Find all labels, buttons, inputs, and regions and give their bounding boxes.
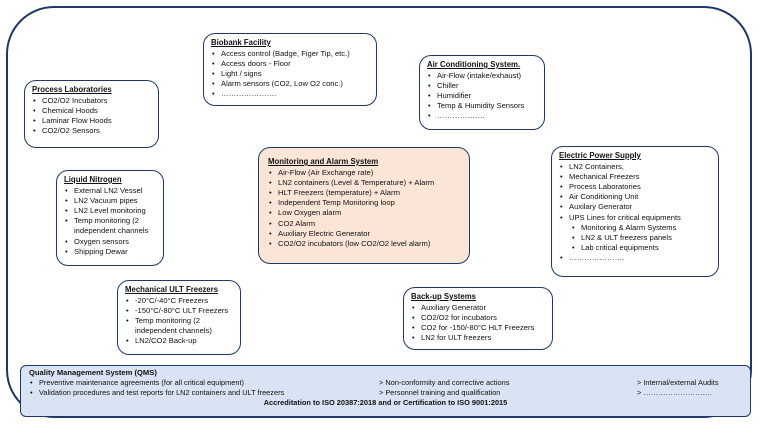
list-item: Chiller <box>427 81 537 91</box>
list-item: Temp monitoring (2 <box>125 316 233 326</box>
liquid-nitrogen-title: Liquid Nitrogen <box>64 175 122 184</box>
list-item: Access doors - Floor <box>211 59 369 69</box>
electric-power-title: Electric Power Supply <box>559 151 641 160</box>
list-item: LN2 containers (Level & Temperature) + A… <box>268 178 462 188</box>
list-item: Air-Flow (Air Exchange rate) <box>268 168 462 178</box>
list-item: …………………. <box>559 253 711 263</box>
list-item: Auxiliary Electric Generator <box>268 229 462 239</box>
list-item: Shipping Dewar <box>64 247 156 257</box>
list-item: Air-Flow (intake/exhaust) <box>427 71 537 81</box>
qms-item: Preventive maintenance agreements (for a… <box>29 378 244 388</box>
qms-item: > Personnel training and qualification <box>379 388 501 397</box>
list-item: LN2 for ULT freezers <box>411 333 545 343</box>
list-item: Chemical Hoods <box>32 106 151 116</box>
list-item: Humidifier <box>427 91 537 101</box>
list-item: Temp monitoring (2 <box>64 216 156 226</box>
monitoring-alarm-title: Monitoring and Alarm System <box>268 157 379 166</box>
biobank-facility-box: Biobank Facility Access control (Badge, … <box>203 33 377 106</box>
list-item: LN2/CO2 Back-up <box>125 336 233 346</box>
process-laboratories-title: Process Laboratories <box>32 85 112 94</box>
qms-item: > Non-conformity and corrective actions <box>379 378 510 387</box>
list-item: independent channels <box>74 226 149 236</box>
list-item: Laminar Flow Hoods <box>32 116 151 126</box>
backup-systems-box: Back-up Systems Auxiliary Generator CO2/… <box>403 287 553 350</box>
list-item: Lab critical equipments <box>559 243 711 253</box>
air-conditioning-box: Air Conditioning System. Air-Flow (intak… <box>419 55 545 130</box>
qms-item: > Internal/external Audits <box>637 378 719 387</box>
list-item: LN2 Vacuum pipes <box>64 196 156 206</box>
list-item: -150°C/-80°C ULT Freezers <box>125 306 233 316</box>
list-item: LN2 Level monitoring <box>64 206 156 216</box>
list-item: CO2/O2 Sensors <box>32 126 151 136</box>
accreditation-text: Accreditation to ISO 20387:2018 and or C… <box>263 398 508 407</box>
electric-power-box: Electric Power Supply LN2 Containers, Me… <box>551 146 719 277</box>
list-item: Low Oxygen alarm <box>268 208 462 218</box>
qms-item: Validation procedures and test reports f… <box>29 388 284 398</box>
list-item: UPS Lines for critical equipments <box>559 213 711 223</box>
list-item: …………………. <box>211 89 369 99</box>
list-item: Access control (Badge, Figer Tip, etc.) <box>211 49 369 59</box>
list-item: HLT Freezers (temperature) + Alarm <box>268 188 462 198</box>
list-item: CO2/O2 for incubators <box>411 313 545 323</box>
list-item: Process Laboratories <box>559 182 711 192</box>
ult-freezers-title: Mechanical ULT Freezers <box>125 285 219 294</box>
qms-title: Quality Management System (QMS) <box>29 368 157 377</box>
list-item: LN2 & ULT freezers panels <box>559 233 711 243</box>
list-item: Light / signs <box>211 69 369 79</box>
process-laboratories-box: Process Laboratories CO2/O2 Incubators C… <box>24 80 159 148</box>
list-item: External LN2 Vessel <box>64 186 156 196</box>
list-item: Air Conditioning Unit <box>559 192 711 202</box>
qms-panel: Quality Management System (QMS) Preventi… <box>20 365 751 417</box>
list-item: Independent Temp Monitoring loop <box>268 198 462 208</box>
list-item: independent channels) <box>135 326 212 336</box>
list-item: CO2 for -150/-80°C HLT Freezers <box>411 323 545 333</box>
ult-freezers-box: Mechanical ULT Freezers -20°C/-40°C Free… <box>117 280 241 355</box>
list-item: -20°C/-40°C Freezers <box>125 296 233 306</box>
list-item: CO2/O2 incubators (low CO2/O2 level alar… <box>268 239 462 249</box>
facility-boundary <box>6 6 752 418</box>
liquid-nitrogen-box: Liquid Nitrogen External LN2 Vessel LN2 … <box>56 170 164 266</box>
air-conditioning-title: Air Conditioning System. <box>427 60 521 69</box>
list-item: Oxygen sensors <box>64 237 156 247</box>
list-item: Auxilary Generator <box>559 202 711 212</box>
list-item: Monitoring & Alarm Systems <box>559 223 711 233</box>
backup-systems-title: Back-up Systems <box>411 292 477 301</box>
list-item: CO2 Alarm <box>268 219 462 229</box>
biobank-facility-title: Biobank Facility <box>211 38 271 47</box>
qms-row: Validation procedures and test reports f… <box>29 388 742 398</box>
list-item: Alarm sensors (CO2, Low O2 conc.) <box>211 79 369 89</box>
monitoring-alarm-box: Monitoring and Alarm System Air-Flow (Ai… <box>258 147 470 264</box>
list-item: Auxiliary Generator <box>411 303 545 313</box>
list-item: CO2/O2 Incubators <box>32 96 151 106</box>
list-item: LN2 Containers, <box>559 162 711 172</box>
list-item: Mechanical Freezers <box>559 172 711 182</box>
list-item: Temp & Humidity Sensors <box>427 101 537 111</box>
qms-row: Preventive maintenance agreements (for a… <box>29 378 742 388</box>
qms-item: > ………………………. <box>637 388 712 397</box>
list-item: ………………. <box>427 111 537 121</box>
